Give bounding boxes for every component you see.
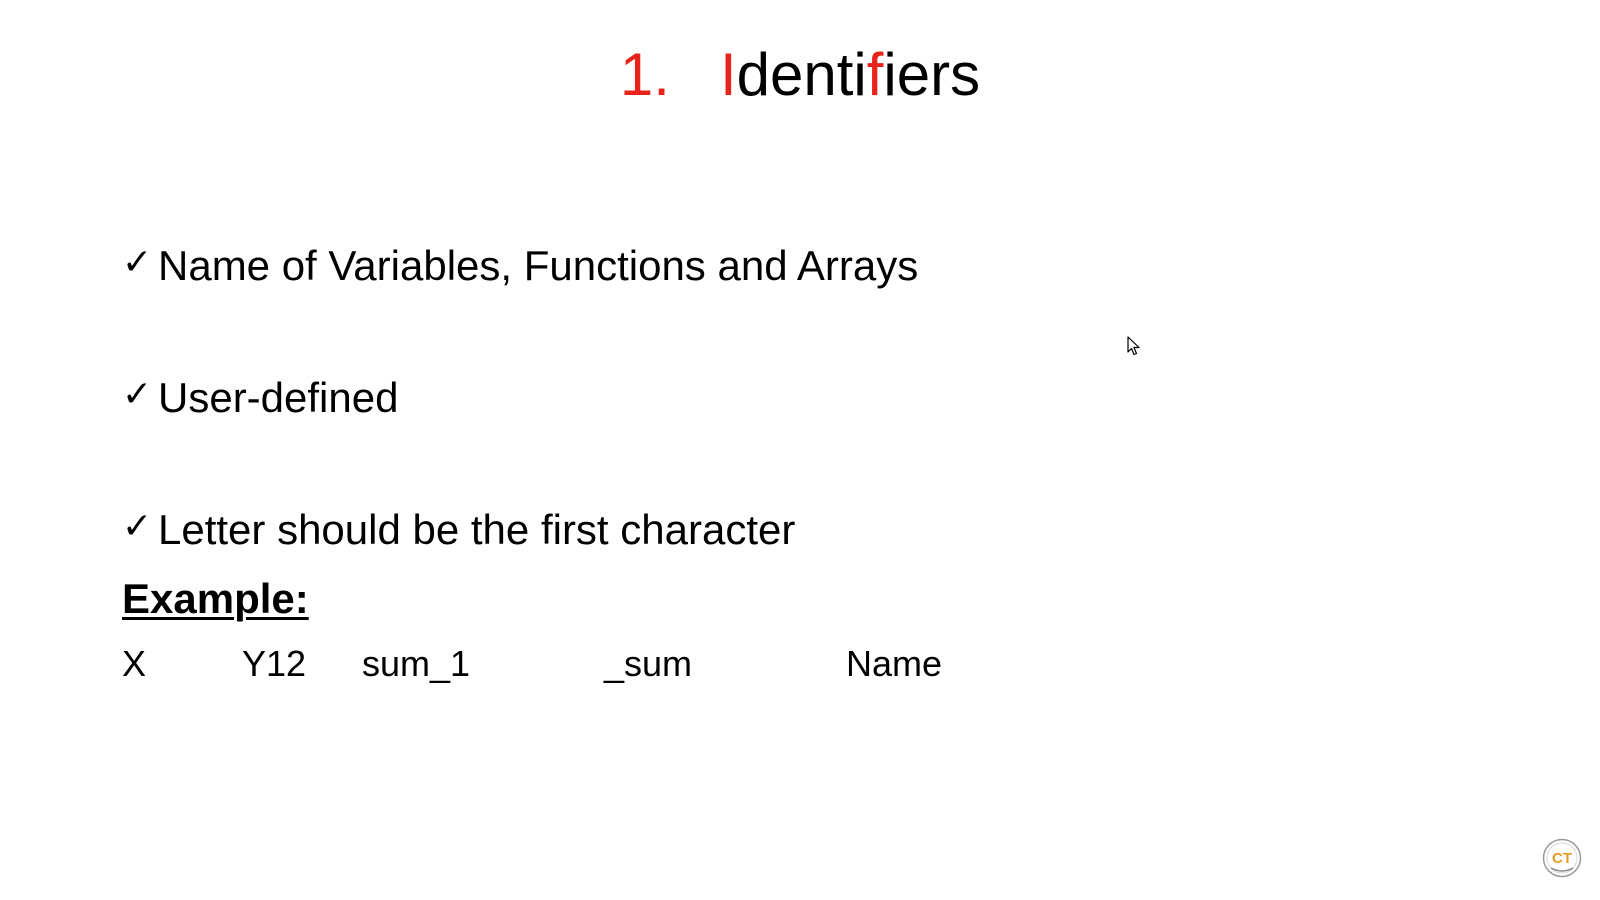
checkmark-icon: ✓ (122, 374, 153, 415)
example-identifier: Name (846, 643, 943, 684)
bullet-text: Letter should be the first character (158, 506, 796, 553)
title-letter-f: f (866, 41, 884, 108)
bullet-text: User-defined (158, 374, 399, 421)
example-label: Example: (122, 575, 309, 622)
bullet-item: ✓Letter should be the first character (122, 502, 795, 555)
ct-logo-icon: CT (1542, 838, 1582, 878)
checkmark-icon: ✓ (122, 242, 153, 283)
checkmark-icon: ✓ (122, 506, 153, 547)
bullet-text: Name of Variables, Functions and Arrays (158, 242, 919, 289)
example-identifier: sum_1 (362, 643, 471, 684)
title-number: 1. (619, 41, 670, 108)
mouse-pointer-icon (1127, 336, 1140, 356)
title-segment: iers (883, 41, 981, 108)
title-letter-i: I (719, 41, 737, 108)
example-identifier: Y12 (242, 643, 307, 684)
bullet-item: ✓User-defined (122, 370, 398, 423)
logo-letters: CT (1552, 850, 1572, 867)
bullet-item: ✓Name of Variables, Functions and Arrays (122, 238, 918, 291)
example-identifier: X (122, 643, 147, 684)
title-segment: denti (736, 41, 867, 108)
slide-title: 1. Identifiers (0, 40, 1600, 110)
example-identifier: _sum (604, 643, 693, 684)
